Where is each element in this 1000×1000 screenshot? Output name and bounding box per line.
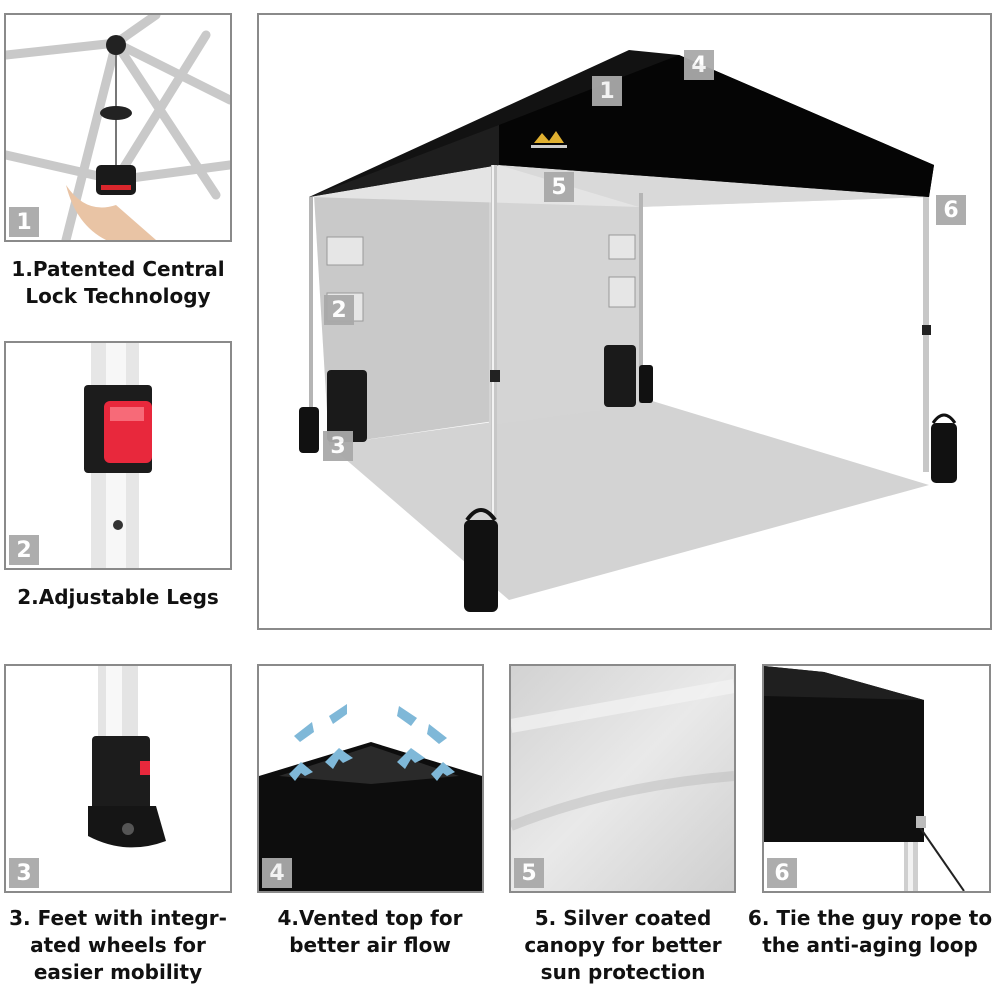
number-badge: 5 (514, 858, 544, 888)
central-lock-image (6, 15, 230, 240)
silver-coating-caption: 5. Silver coated canopy for better sun p… (524, 906, 722, 984)
number-badge: 2 (324, 295, 354, 325)
guy-rope-caption: 6. Tie the guy rope to the anti-aging lo… (747, 906, 993, 957)
adjustable-legs-panel: 2 (4, 341, 232, 570)
number-badge: 5 (544, 172, 574, 202)
wheels-image (6, 666, 230, 891)
silver-coating-panel: 5 (509, 664, 736, 893)
vented-top-image (259, 666, 482, 891)
wheels-panel: 3 (4, 664, 232, 893)
vented-top-caption: 4.Vented top for better air flow (277, 906, 463, 957)
silver-coating-image (511, 666, 734, 891)
adjustable-legs-caption: 2.Adjustable Legs (17, 585, 219, 609)
vented-top-panel: 4 (257, 664, 484, 893)
number-badge: 4 (262, 858, 292, 888)
wheels-caption: 3. Feet with integr- ated wheels for eas… (9, 906, 227, 984)
number-badge: 2 (9, 535, 39, 565)
number-badge: 6 (936, 195, 966, 225)
canopy-tent-panel: 1 2 3 4 5 6 (257, 13, 992, 630)
guy-rope-panel: 6 (762, 664, 991, 893)
number-badge: 1 (592, 76, 622, 106)
central-lock-caption: 1.Patented Central Lock Technology (11, 257, 225, 308)
airflow-arrow-icon (289, 704, 455, 781)
crown-logo-icon (531, 131, 567, 148)
adjustable-legs-image (6, 343, 230, 568)
number-badge: 3 (323, 431, 353, 461)
guy-rope-image (764, 666, 989, 891)
number-badge: 6 (767, 858, 797, 888)
central-lock-panel: 1 (4, 13, 232, 242)
canopy-tent-image (259, 15, 990, 628)
number-badge: 1 (9, 207, 39, 237)
number-badge: 3 (9, 858, 39, 888)
number-badge: 4 (684, 50, 714, 80)
